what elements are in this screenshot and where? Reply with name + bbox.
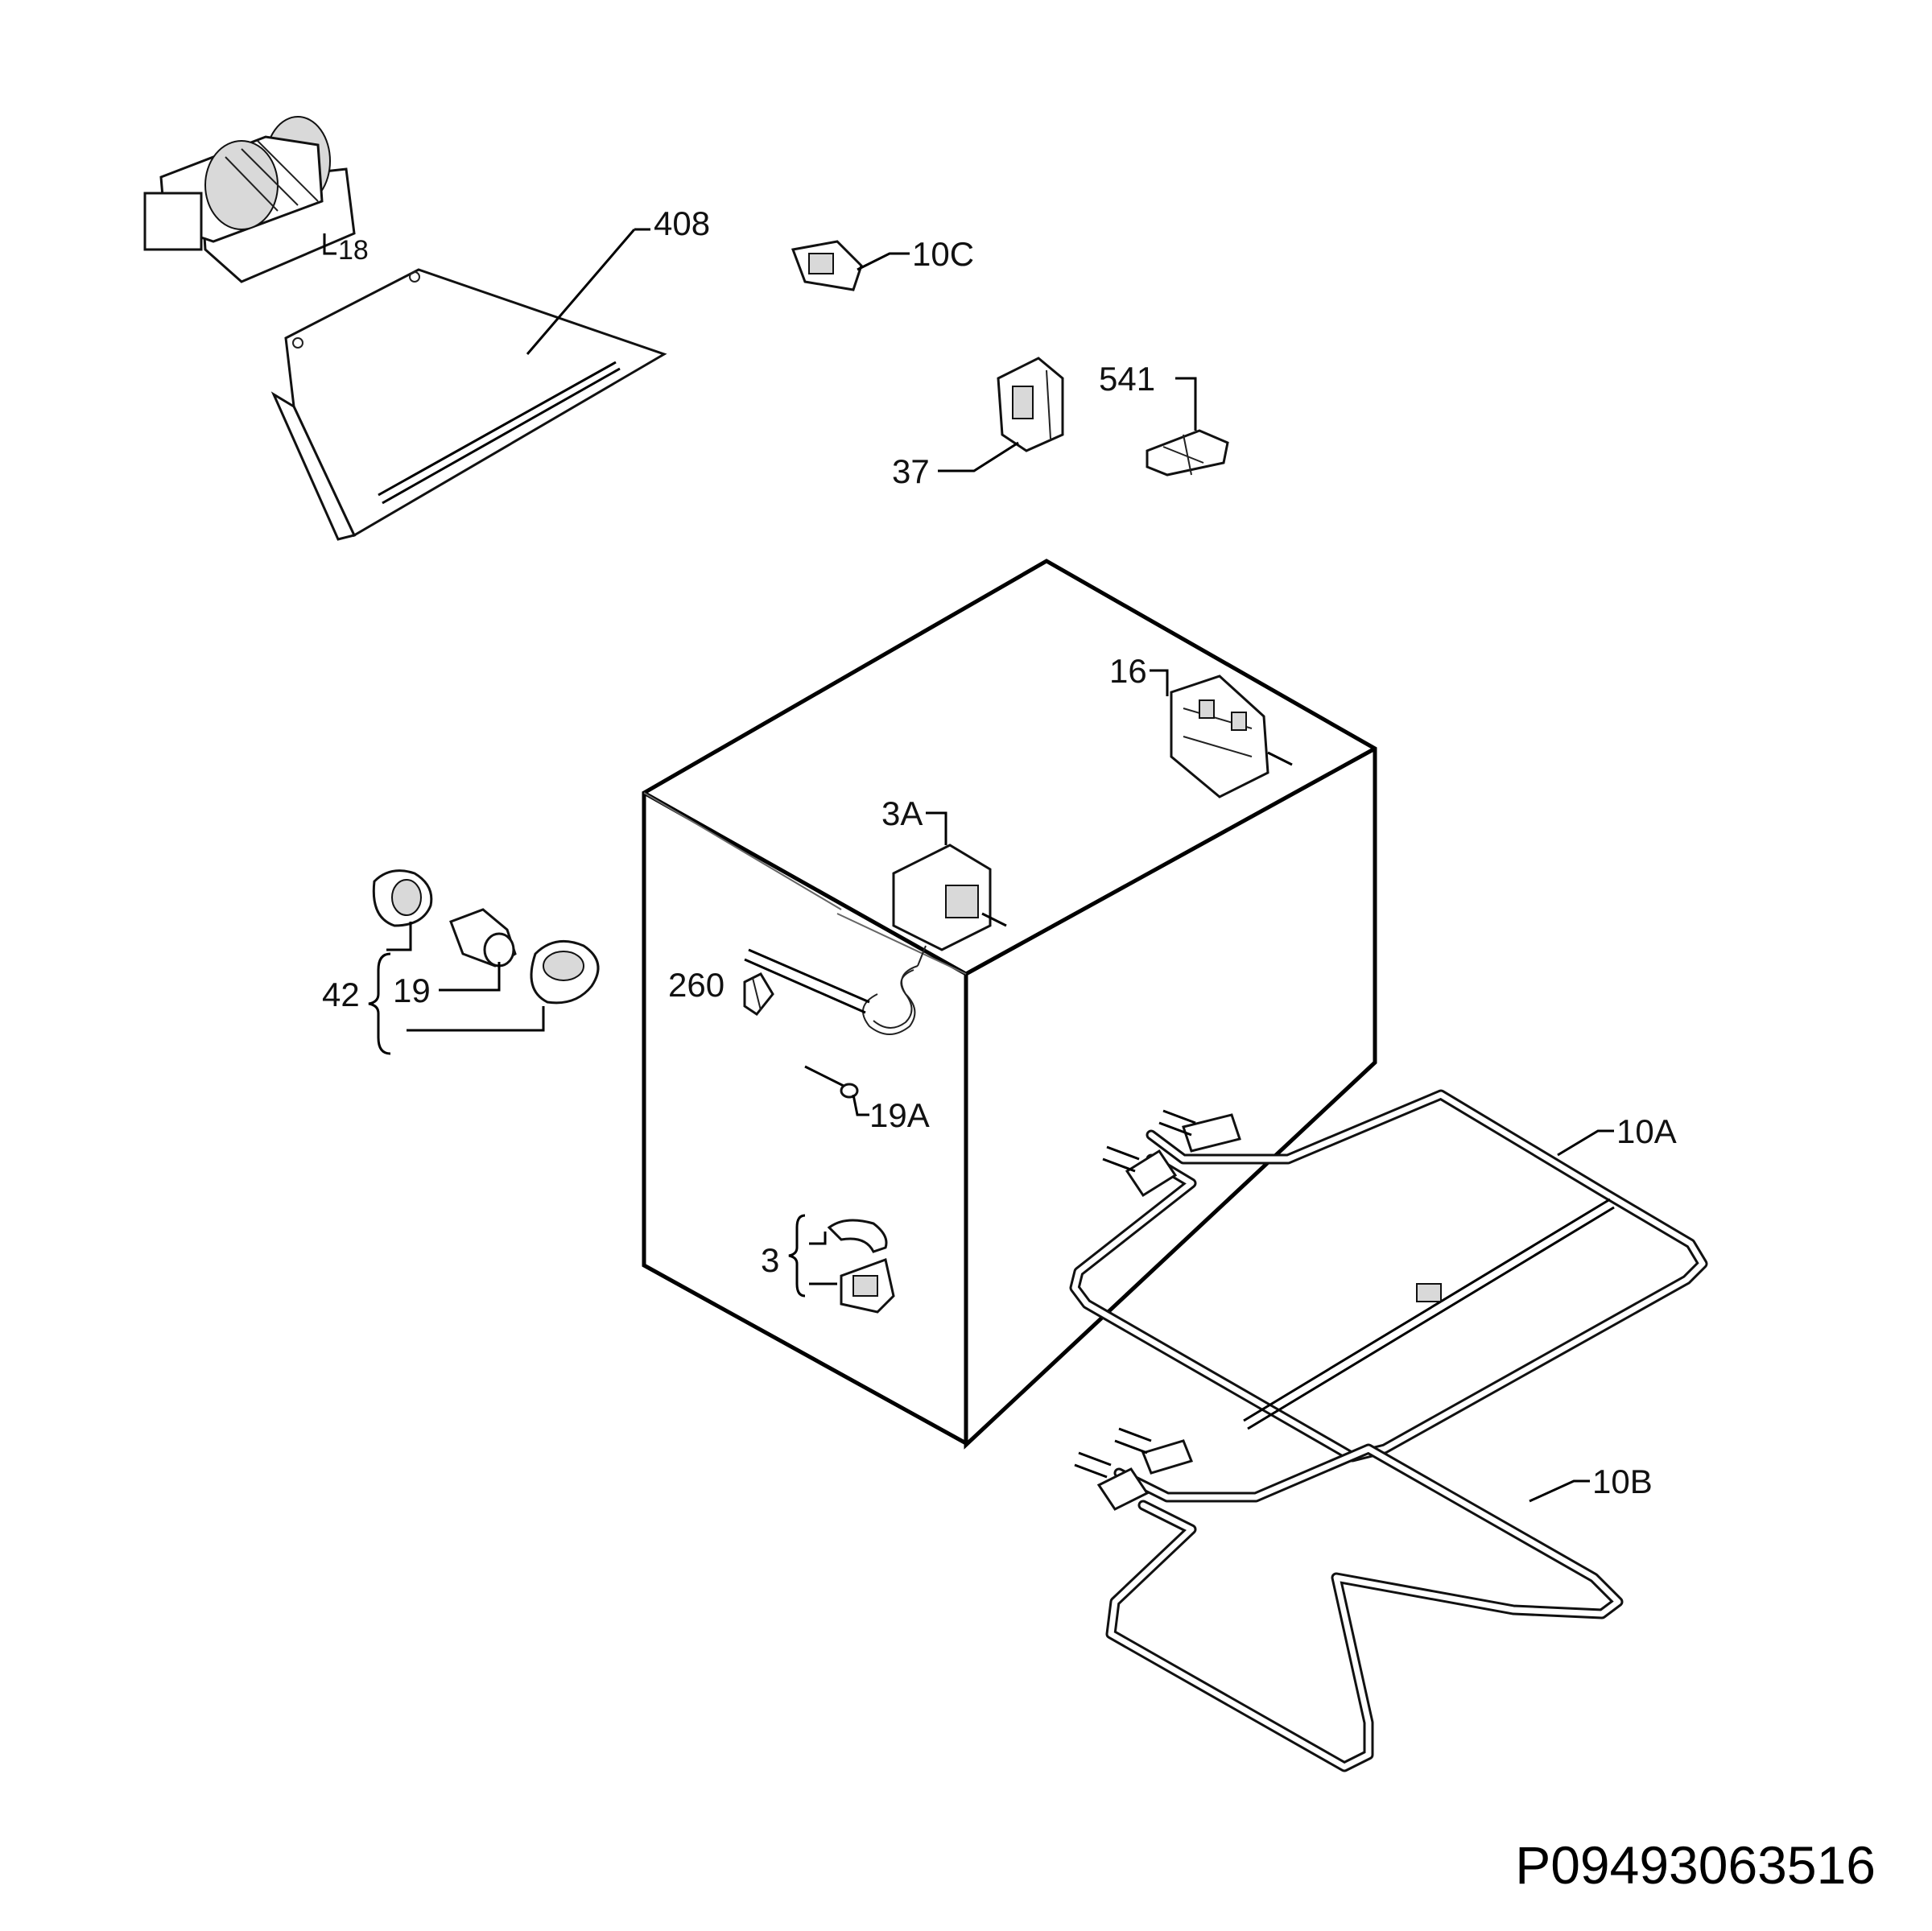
part-260 — [743, 972, 774, 1017]
part-10c — [791, 240, 910, 291]
part-label-16: 16 — [1109, 652, 1147, 690]
part-label-10c: 10C — [912, 235, 974, 273]
bottom-heating-element-part-10b — [1074, 1427, 1624, 1772]
part-label-10a: 10A — [1616, 1112, 1677, 1150]
part-541 — [1146, 377, 1229, 477]
part-label-42: 42 — [322, 976, 360, 1013]
drawing-code: P09493063516 — [1515, 1835, 1876, 1895]
part-label-37: 37 — [892, 452, 930, 490]
switch-part-37 — [938, 357, 1064, 472]
thermostat-part-3a — [744, 811, 1007, 1035]
lamp-holder-part-3 — [788, 1214, 895, 1314]
part-label-3: 3 — [761, 1241, 779, 1279]
part-label-10b: 10B — [1592, 1463, 1653, 1500]
part-label-408: 408 — [654, 204, 710, 242]
selector-switch-part-16 — [1150, 669, 1293, 798]
fan-motor-part-18 — [143, 116, 356, 283]
lamp-assembly-part-42 — [368, 869, 600, 1055]
part-19a — [804, 1065, 869, 1116]
oven-cavity — [642, 559, 1377, 1450]
part-label-19a: 19A — [869, 1096, 930, 1134]
part-label-19: 19 — [393, 972, 431, 1009]
part-label-18: 18 — [338, 235, 369, 266]
part-label-3a: 3A — [881, 794, 923, 832]
part-label-541: 541 — [1099, 360, 1155, 398]
top-heating-element-part-10a — [1069, 1089, 1708, 1463]
part-label-260: 260 — [668, 966, 724, 1004]
fan-cover-part-408 — [270, 228, 667, 541]
